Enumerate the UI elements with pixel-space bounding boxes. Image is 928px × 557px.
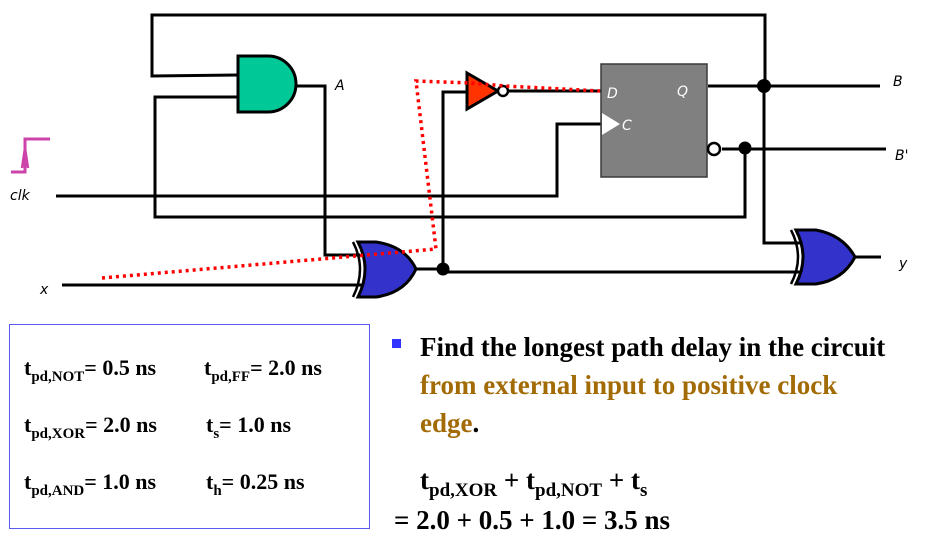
critical-path — [101, 79, 601, 280]
rising-edge-icon — [11, 137, 50, 174]
param-tpd-ff: tpd,FF= 2.0 ns — [204, 355, 322, 385]
wire-b-feedback — [150, 13, 767, 84]
formula-term: tpd,XOR + — [420, 465, 526, 501]
label-y: y — [898, 256, 908, 272]
bullet-icon — [392, 339, 401, 348]
junction-dot — [738, 141, 752, 155]
ff-label-q: Q — [677, 84, 688, 100]
label-clk: clk — [10, 188, 31, 204]
question-part-3: . — [472, 408, 480, 438]
not-gate — [465, 70, 501, 112]
formula-term: tpd,NOT + — [526, 465, 631, 501]
wire-b-to-xor2 — [762, 86, 800, 245]
formula-term: ts — [630, 465, 648, 501]
param-ts: ts= 1.0 ns — [206, 412, 292, 442]
clock-input-triangle — [602, 113, 620, 135]
param-row: tpd,NOT= 0.5 ns tpd,FF= 2.0 ns — [24, 355, 322, 385]
qbar-bubble — [706, 141, 722, 157]
param-tpd-xor: tpd,XOR= 2.0 ns — [24, 412, 157, 442]
question-text: Find the longest path delay in the circu… — [420, 328, 900, 442]
xor-gate-2 — [789, 228, 857, 286]
wire-a — [296, 84, 360, 257]
d-flip-flop: D Q C — [600, 63, 722, 178]
wires — [56, 13, 886, 287]
question-part-1: Find the longest path delay in the circu… — [420, 332, 886, 362]
param-th: th= 0.25 ns — [206, 469, 305, 499]
xor-gate-1 — [351, 240, 418, 299]
wire-clk — [56, 122, 604, 198]
param-row: tpd,AND= 1.0 ns th= 0.25 ns — [24, 469, 305, 499]
parameters-box: tpd,NOT= 0.5 ns tpd,FF= 2.0 ns tpd,XOR= … — [9, 324, 370, 529]
label-x: x — [39, 282, 49, 298]
ff-label-d: D — [607, 86, 618, 102]
param-row: tpd,XOR= 2.0 ns ts= 1.0 ns — [24, 412, 291, 442]
label-a: A — [334, 78, 345, 94]
param-tpd-and: tpd,AND= 1.0 ns — [24, 469, 157, 499]
formula-expression: tpd,XOR + tpd,NOT + ts — [420, 465, 648, 501]
ff-label-c: C — [622, 118, 632, 134]
param-tpd-not: tpd,NOT= 0.5 ns — [24, 355, 157, 385]
question-highlight: from external input to positive clock ed… — [420, 370, 838, 438]
junction-dot — [757, 79, 771, 93]
and-gate — [236, 54, 298, 114]
formula-result: = 2.0 + 0.5 + 1.0 = 3.5 ns — [394, 505, 671, 535]
label-b: B — [893, 74, 903, 90]
circuit-diagram: D Q C clk x A B B' y — [10, 13, 908, 299]
wire-bprime-feedback — [153, 95, 747, 219]
wire-to-not — [441, 90, 467, 269]
label-b-prime: B' — [895, 148, 908, 164]
junction-dot — [436, 262, 450, 276]
not-bubble — [496, 84, 510, 98]
